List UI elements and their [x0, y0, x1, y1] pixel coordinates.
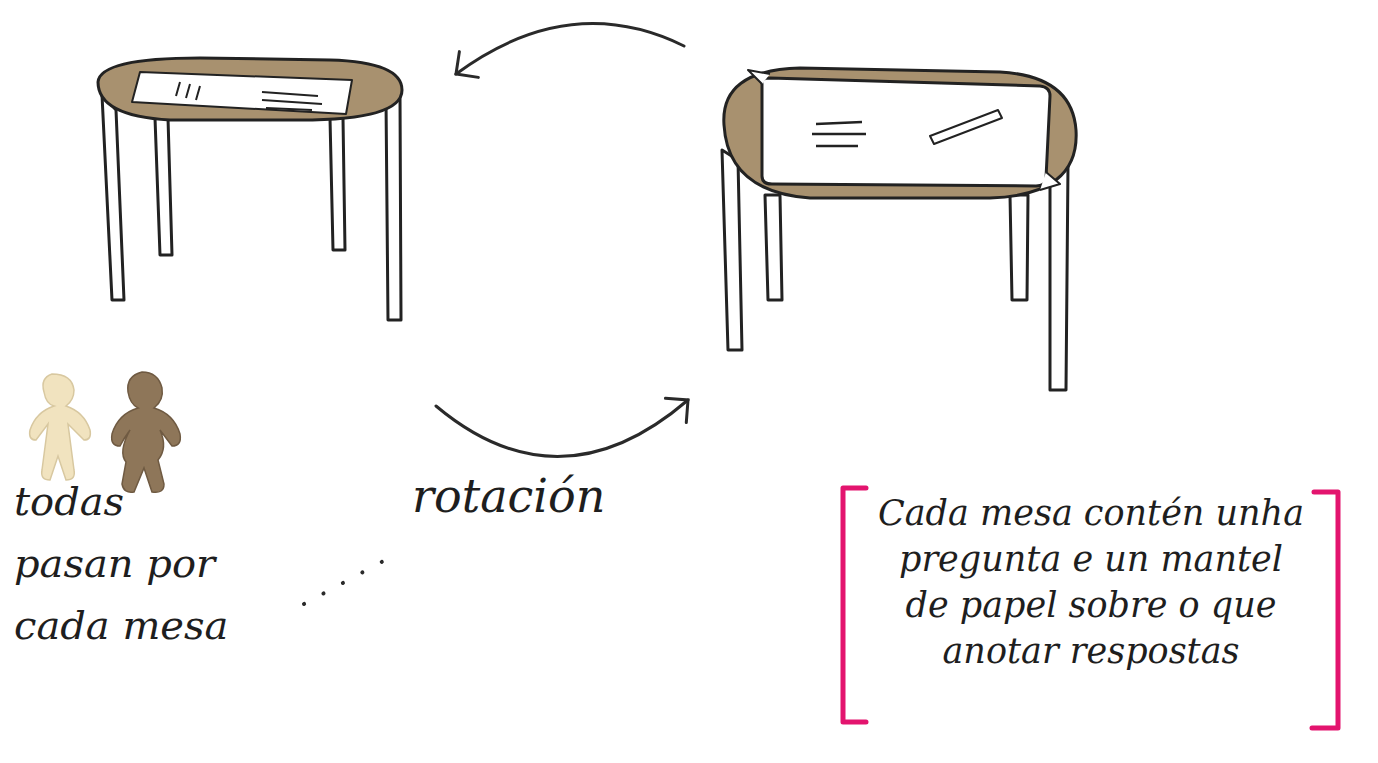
person-figure: [30, 374, 91, 480]
note-text: todas pasan por cada mesa: [14, 470, 244, 656]
bracket-note: Cada mesa contén unha pregunta e un mant…: [876, 490, 1306, 674]
left-table: [98, 58, 402, 320]
rotation-arrow: [436, 400, 688, 457]
leader-dots: [304, 552, 400, 604]
bracket: [843, 488, 866, 722]
right-table: [722, 68, 1076, 390]
arrow-label: rotación: [412, 466, 672, 526]
person-figure: [112, 372, 181, 492]
rotation-arrow: [456, 24, 684, 74]
bracket: [1312, 492, 1338, 728]
